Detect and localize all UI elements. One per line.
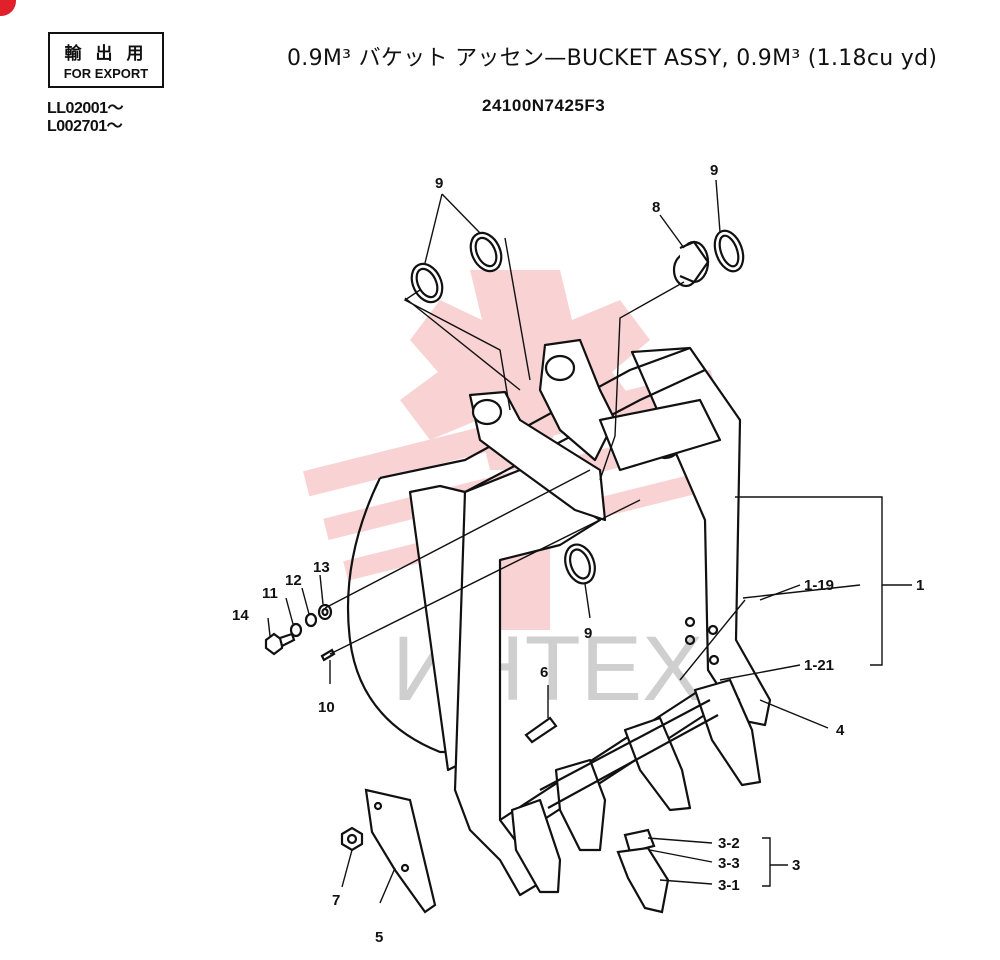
- export-stamp: 輸出用 FOR EXPORT: [48, 32, 164, 88]
- callout-9a: 9: [435, 175, 443, 192]
- callout-9b: 9: [710, 162, 718, 179]
- callout-4: 4: [836, 722, 845, 739]
- serial-range-1: LL02001～: [47, 100, 124, 117]
- callout-8: 8: [652, 199, 660, 216]
- callout-7: 7: [332, 892, 340, 909]
- bucket-body: [346, 338, 772, 897]
- callout-13: 13: [313, 559, 330, 576]
- leader-lines: [267, 179, 912, 904]
- callout-9c: 9: [584, 625, 592, 642]
- callout-10: 10: [318, 699, 335, 716]
- callout-6: 6: [540, 664, 548, 681]
- part-number: 24100N7425F3: [482, 96, 606, 115]
- export-stamp-en: FOR EXPORT: [63, 66, 149, 81]
- callout-11: 11: [262, 585, 278, 602]
- callout-3-3: 3-3: [718, 855, 740, 872]
- callout-12: 12: [285, 572, 302, 589]
- callout-5: 5: [375, 929, 383, 946]
- loose-parts: [264, 229, 745, 914]
- callout-1-19: 1-19: [804, 577, 834, 594]
- callout-1-21: 1-21: [804, 657, 834, 674]
- callout-3-1: 3-1: [718, 877, 740, 894]
- callout-3: 3: [792, 857, 800, 874]
- callout-1: 1: [916, 577, 924, 594]
- export-stamp-jp: 輸出用: [64, 44, 158, 64]
- callout-14: 14: [232, 607, 249, 624]
- page-title: 0.9M³ バケット アッセン—BUCKET ASSY, 0.9M³ (1.18…: [287, 46, 938, 71]
- serial-range-2: L002701～: [47, 118, 123, 135]
- callout-3-2: 3-2: [718, 835, 740, 852]
